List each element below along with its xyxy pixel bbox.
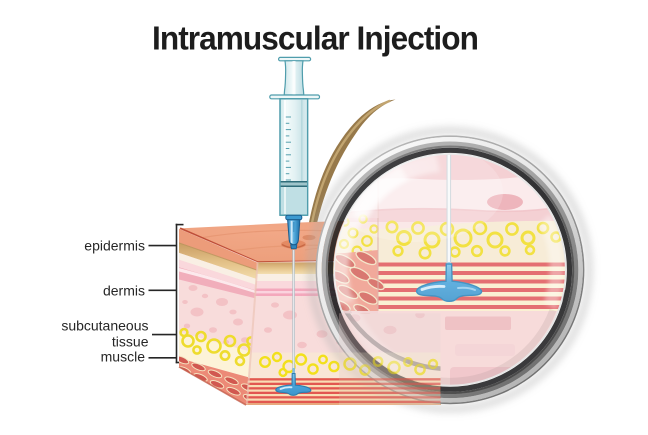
svg-text:tissue: tissue (112, 334, 149, 350)
svg-text:subcutaneous: subcutaneous (61, 318, 148, 334)
svg-text:Intramuscular Injection: Intramuscular Injection (152, 21, 478, 58)
svg-text:epidermis: epidermis (84, 238, 145, 254)
svg-text:dermis: dermis (103, 283, 145, 299)
svg-text:muscle: muscle (101, 349, 146, 365)
